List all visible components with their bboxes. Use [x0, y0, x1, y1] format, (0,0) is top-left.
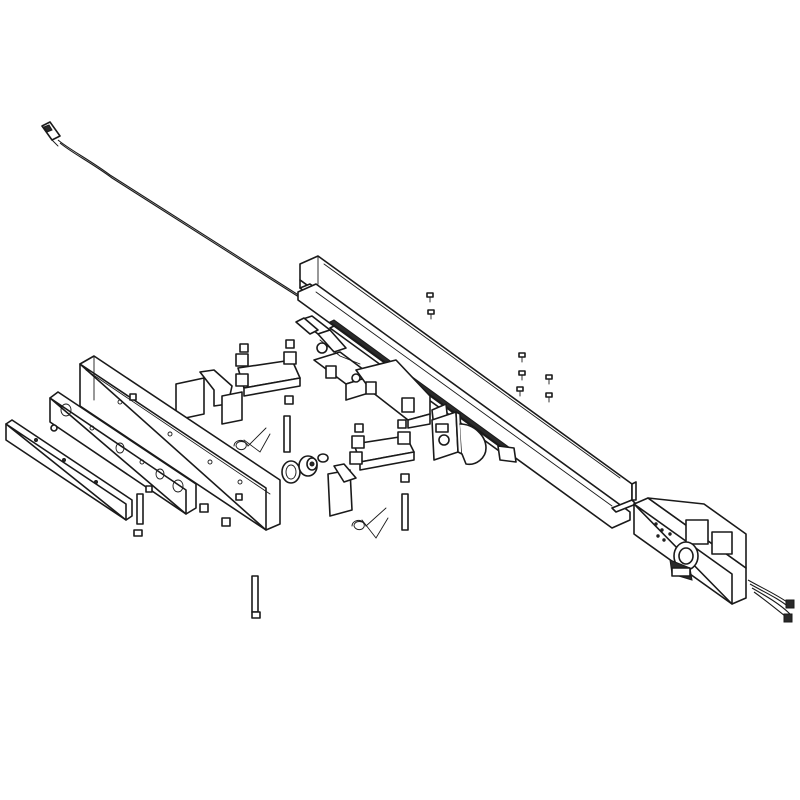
connector-plug-icon	[41, 121, 61, 147]
lock-cylinder-icon	[669, 541, 699, 581]
torsion-spring-icon	[233, 427, 389, 539]
screw-icon	[145, 485, 231, 527]
bracket-plate-icon	[175, 369, 357, 517]
screw-icon	[426, 292, 553, 403]
front-cover-rail-icon	[49, 391, 197, 515]
long-wire-cable-icon	[57, 139, 333, 322]
guide-block-icon	[431, 411, 487, 466]
main-channel-housing-icon	[297, 255, 637, 529]
middle-rail-icon	[79, 355, 281, 531]
wire-harness-icon	[747, 579, 795, 623]
end-plate-strip-icon	[5, 419, 133, 521]
pivot-arm-icon	[235, 351, 415, 471]
cam-icon	[298, 455, 318, 477]
pin-icon	[133, 339, 410, 619]
